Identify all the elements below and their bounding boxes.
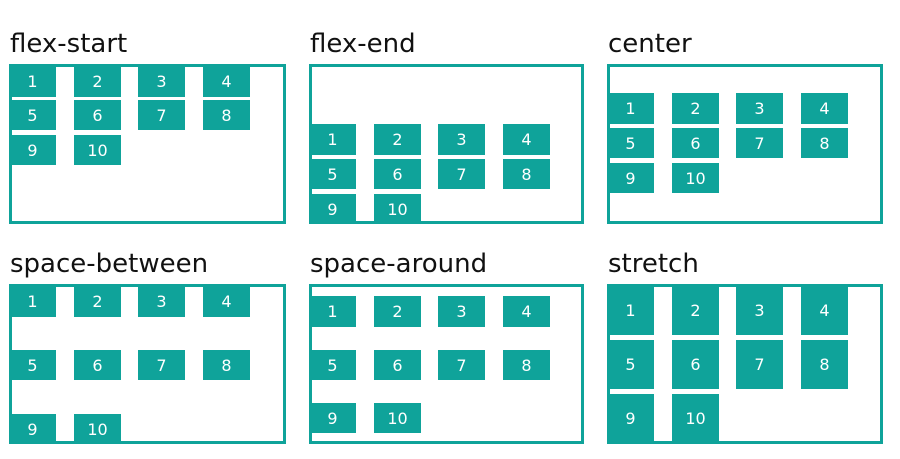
panel-title: space-between xyxy=(10,249,209,279)
flex-item-7: 7 xyxy=(736,128,783,158)
flex-item-10: 10 xyxy=(374,194,421,224)
flex-item-6: 6 xyxy=(672,340,719,389)
flex-item-9: 9 xyxy=(309,194,356,224)
flex-item-2: 2 xyxy=(672,93,719,124)
flex-item-9: 9 xyxy=(9,414,56,444)
flex-item-8: 8 xyxy=(203,350,250,380)
flex-item-8: 8 xyxy=(801,340,848,389)
flex-item-2: 2 xyxy=(74,286,121,317)
flex-item-3: 3 xyxy=(736,286,783,335)
flex-item-3: 3 xyxy=(438,296,485,327)
flex-item-5: 5 xyxy=(309,350,356,380)
flex-item-8: 8 xyxy=(801,128,848,158)
flex-item-8: 8 xyxy=(203,100,250,130)
flex-item-6: 6 xyxy=(672,128,719,158)
flex-item-3: 3 xyxy=(138,286,185,317)
flex-item-1: 1 xyxy=(309,296,356,327)
flex-item-4: 4 xyxy=(503,296,550,327)
flex-item-4: 4 xyxy=(503,124,550,155)
flex-item-7: 7 xyxy=(138,100,185,130)
flex-item-7: 7 xyxy=(138,350,185,380)
flex-item-3: 3 xyxy=(138,66,185,97)
flex-item-4: 4 xyxy=(801,93,848,124)
flex-item-4: 4 xyxy=(801,286,848,335)
flex-item-9: 9 xyxy=(607,394,654,443)
flex-item-9: 9 xyxy=(309,403,356,433)
flex-item-5: 5 xyxy=(607,128,654,158)
flex-item-6: 6 xyxy=(374,350,421,380)
panel-title: stretch xyxy=(608,249,699,279)
flex-item-10: 10 xyxy=(74,135,121,165)
flex-item-5: 5 xyxy=(9,350,56,380)
panel-title: center xyxy=(608,29,692,59)
flex-item-10: 10 xyxy=(672,163,719,193)
flex-item-6: 6 xyxy=(74,100,121,130)
flex-item-5: 5 xyxy=(309,159,356,189)
flex-item-3: 3 xyxy=(736,93,783,124)
flex-item-4: 4 xyxy=(203,66,250,97)
flex-item-10: 10 xyxy=(374,403,421,433)
flex-item-4: 4 xyxy=(203,286,250,317)
flex-item-10: 10 xyxy=(74,414,121,444)
flex-item-7: 7 xyxy=(736,340,783,389)
flex-item-2: 2 xyxy=(374,124,421,155)
panel-title: flex-start xyxy=(10,29,128,59)
flex-item-7: 7 xyxy=(438,159,485,189)
flex-item-9: 9 xyxy=(9,135,56,165)
flex-item-7: 7 xyxy=(438,350,485,380)
flex-item-5: 5 xyxy=(607,340,654,389)
flex-item-8: 8 xyxy=(503,159,550,189)
flex-item-5: 5 xyxy=(9,100,56,130)
flex-item-6: 6 xyxy=(374,159,421,189)
flex-item-6: 6 xyxy=(74,350,121,380)
flex-item-2: 2 xyxy=(374,296,421,327)
flex-item-9: 9 xyxy=(607,163,654,193)
flex-item-2: 2 xyxy=(74,66,121,97)
flex-item-1: 1 xyxy=(607,286,654,335)
flex-item-10: 10 xyxy=(672,394,719,443)
flex-item-1: 1 xyxy=(9,286,56,317)
flex-item-1: 1 xyxy=(9,66,56,97)
flex-item-1: 1 xyxy=(309,124,356,155)
flex-item-2: 2 xyxy=(672,286,719,335)
panel-title: space-around xyxy=(310,249,488,279)
flex-item-8: 8 xyxy=(503,350,550,380)
flex-item-3: 3 xyxy=(438,124,485,155)
panel-title: flex-end xyxy=(310,29,416,59)
flex-item-1: 1 xyxy=(607,93,654,124)
